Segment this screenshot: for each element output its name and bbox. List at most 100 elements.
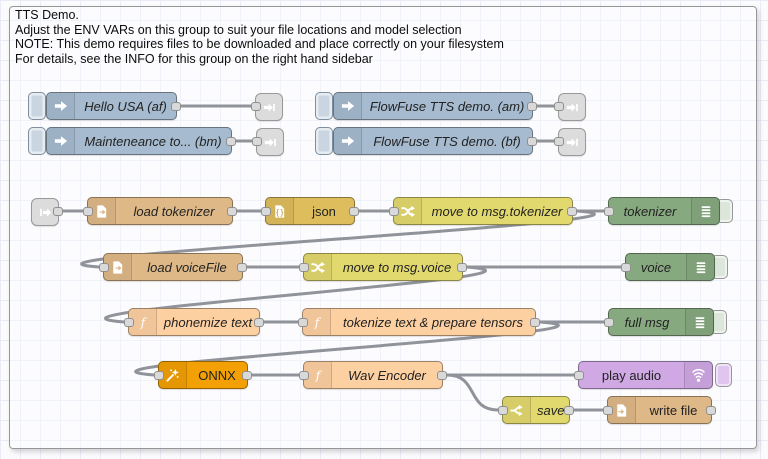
node-label: save?	[537, 402, 569, 418]
function-node-tokenize-text[interactable]: f tokenize text & prepare tensors	[298, 308, 540, 336]
group-info-line: TTS Demo.	[15, 8, 79, 22]
file-in-node-load-tokenizer[interactable]: load tokenizer	[83, 197, 237, 225]
function-node-phonemize-text[interactable]: f phonemize text	[124, 308, 264, 336]
input-port[interactable]	[604, 318, 614, 327]
audio-toggle-button[interactable]	[715, 363, 732, 387]
output-port[interactable]	[527, 102, 537, 111]
inject-icon	[334, 128, 362, 154]
wire[interactable]	[445, 373, 500, 412]
node-label: voice	[640, 259, 672, 275]
inject-node-flowfuse-bf[interactable]: FlowFuse TTS demo. (bf)	[333, 127, 537, 155]
debug-node-tokenizer[interactable]: tokenizer	[604, 197, 720, 225]
input-port[interactable]	[83, 207, 93, 216]
inject-icon	[47, 93, 75, 119]
switch-node-save[interactable]: save?	[498, 396, 574, 424]
output-port[interactable]	[567, 207, 577, 216]
node-label: FlowFuse TTS demo. (am)	[369, 98, 525, 114]
debug-list-icon	[686, 254, 714, 280]
input-port[interactable]	[252, 137, 262, 146]
inject-button[interactable]	[315, 92, 333, 120]
speaker-icon	[684, 362, 712, 388]
output-port[interactable]	[171, 102, 181, 111]
output-port[interactable]	[237, 263, 247, 272]
svg-text:{}: {}	[275, 207, 284, 216]
node-label: json	[312, 203, 336, 219]
link-out-node[interactable]	[554, 128, 586, 156]
inject-icon	[334, 93, 362, 119]
output-port[interactable]	[227, 207, 237, 216]
input-port[interactable]	[574, 371, 584, 380]
group-info-line: NOTE: This demo requires files to be dow…	[15, 37, 504, 51]
output-port[interactable]	[564, 406, 574, 415]
node-label: Mainteneance to... (bm)	[84, 133, 222, 149]
inject-node-flowfuse-am[interactable]: FlowFuse TTS demo. (am)	[333, 92, 537, 120]
input-port[interactable]	[261, 207, 271, 216]
debug-list-icon	[691, 198, 719, 224]
input-port[interactable]	[251, 102, 261, 111]
output-port[interactable]	[527, 137, 537, 146]
link-out-icon	[264, 136, 277, 149]
debug-node-voice[interactable]: voice	[621, 253, 715, 281]
inject-node-hello-usa[interactable]: Hello USA (af)	[46, 92, 181, 120]
output-port[interactable]	[457, 263, 467, 272]
node-label: move to msg.voice	[342, 259, 452, 275]
inject-node-maintenance[interactable]: Mainteneance to... (bm)	[46, 127, 236, 155]
link-out-icon	[263, 101, 276, 114]
input-port[interactable]	[299, 371, 309, 380]
input-port[interactable]	[498, 406, 508, 415]
link-in-icon	[39, 206, 52, 219]
input-port[interactable]	[99, 263, 109, 272]
inject-icon	[47, 128, 75, 154]
debug-node-full-msg[interactable]: full msg	[604, 308, 714, 336]
onnx-node[interactable]: ONNX	[154, 361, 252, 389]
inject-button[interactable]	[28, 92, 46, 120]
link-out-node[interactable]	[554, 93, 586, 121]
wire[interactable]	[80, 209, 596, 269]
input-port[interactable]	[298, 318, 308, 327]
input-port[interactable]	[124, 318, 134, 327]
output-port[interactable]	[53, 207, 63, 216]
input-port[interactable]	[299, 263, 309, 272]
json-node[interactable]: {} json	[261, 197, 359, 225]
file-out-node-write-file[interactable]: write file	[603, 396, 716, 424]
output-port[interactable]	[706, 406, 716, 415]
node-label: phonemize text	[163, 314, 253, 330]
node-label: full msg	[624, 314, 670, 330]
input-port[interactable]	[603, 406, 613, 415]
link-out-node[interactable]	[251, 93, 283, 121]
svg-text:f: f	[139, 315, 147, 329]
input-port[interactable]	[554, 137, 564, 146]
link-in-node[interactable]	[31, 198, 63, 226]
output-port[interactable]	[226, 137, 236, 146]
wire[interactable]	[134, 320, 560, 377]
output-port[interactable]	[349, 207, 359, 216]
change-node-move-to-tokenizer[interactable]: move to msg.tokenizer	[389, 197, 577, 225]
group-info-line: Adjust the ENV VARs on this group to sui…	[15, 22, 462, 37]
change-shuffle-icon	[304, 254, 332, 280]
link-out-node[interactable]	[252, 128, 284, 156]
output-port[interactable]	[242, 371, 252, 380]
input-port[interactable]	[604, 207, 614, 216]
output-port[interactable]	[254, 318, 264, 327]
output-port[interactable]	[437, 371, 447, 380]
group-info-text: TTS Demo. Adjust the ENV VARs on this gr…	[15, 8, 504, 66]
node-label: Wav Encoder	[348, 367, 426, 383]
inject-button[interactable]	[28, 127, 46, 155]
wire[interactable]	[104, 265, 487, 324]
node-label: write file	[649, 402, 698, 418]
node-label: play audio	[601, 367, 662, 383]
output-port[interactable]	[530, 318, 540, 327]
input-port[interactable]	[554, 102, 564, 111]
svg-text:f: f	[313, 315, 321, 329]
input-port[interactable]	[154, 371, 164, 380]
function-node-wav-encoder[interactable]: f Wav Encoder	[299, 361, 447, 389]
file-in-node-load-voicefile[interactable]: load voiceFile	[99, 253, 247, 281]
svg-text:f: f	[314, 368, 322, 382]
play-audio-node[interactable]: play audio	[574, 361, 713, 389]
change-node-move-to-voice[interactable]: move to msg.voice	[299, 253, 467, 281]
input-port[interactable]	[389, 207, 399, 216]
inject-button[interactable]	[315, 127, 333, 155]
input-port[interactable]	[621, 263, 631, 272]
